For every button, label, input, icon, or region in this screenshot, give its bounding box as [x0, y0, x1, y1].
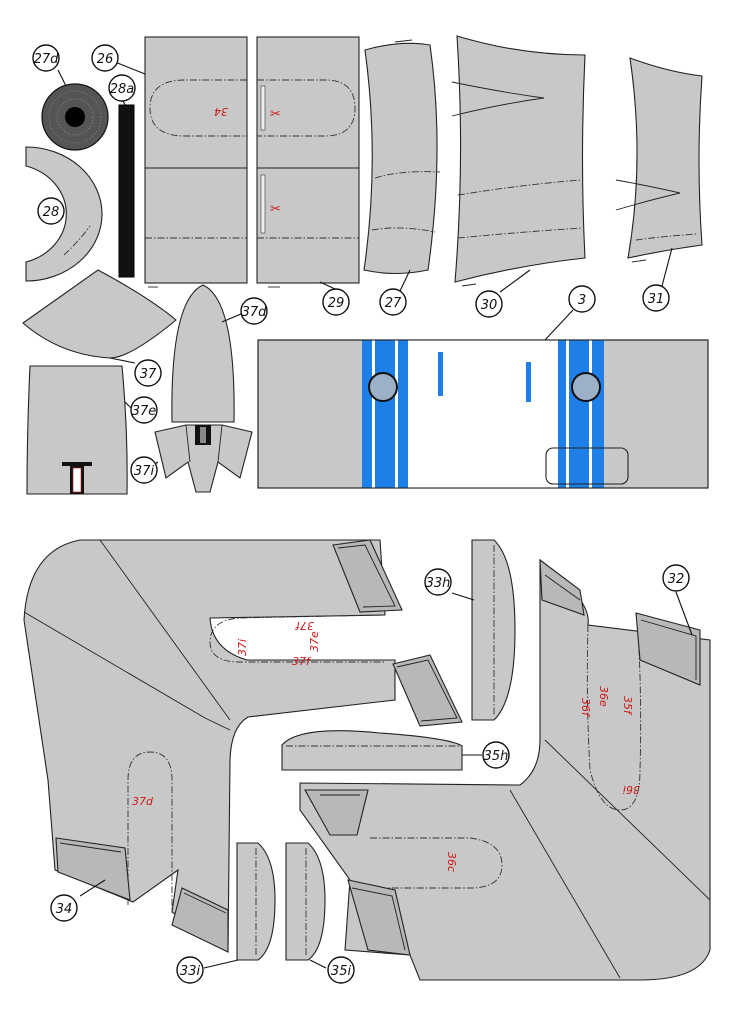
part-35h-strip	[281, 730, 463, 771]
part-28a-strip	[118, 104, 135, 278]
mark-36e: 36e	[597, 686, 610, 707]
mark-37f-top: 37f	[294, 619, 314, 632]
mark-36f: 36f	[579, 698, 592, 718]
label-3: 3	[568, 285, 596, 313]
label-33h: 33h	[424, 568, 452, 596]
label-37e: 37e	[130, 396, 158, 424]
mark-36c: 36c	[445, 852, 458, 872]
part-37-sector	[22, 269, 177, 359]
label-37: 37	[134, 359, 162, 387]
svg-text:37i: 37i	[134, 464, 155, 479]
label-26: 26	[91, 44, 119, 72]
label-37i: 37i	[130, 456, 158, 484]
part-37e-panel	[26, 365, 128, 495]
part-29-panel: ✂ ✂	[256, 36, 360, 288]
part-26-panel	[144, 36, 248, 288]
label-35h: 35h	[482, 741, 510, 769]
mark-37i: 37i	[236, 639, 249, 656]
part-30-panel	[451, 35, 586, 287]
svg-text:33i: 33i	[180, 964, 201, 979]
label-37d: 37d	[240, 297, 268, 325]
label-32: 32	[662, 564, 690, 592]
part-34-panel	[23, 539, 463, 953]
svg-text:✂: ✂	[270, 202, 281, 217]
svg-text:35i: 35i	[331, 964, 352, 979]
mark-34: 34	[214, 105, 228, 118]
svg-text:34: 34	[56, 902, 73, 917]
part-37d-cone	[154, 284, 253, 493]
svg-text:28: 28	[43, 205, 60, 220]
mark-36i: 36i	[623, 783, 640, 796]
svg-text:31: 31	[648, 292, 665, 307]
part-31-panel	[615, 57, 703, 263]
mark-37d: 37d	[132, 795, 154, 808]
svg-text:37: 37	[140, 367, 157, 382]
svg-text:33h: 33h	[426, 576, 451, 591]
svg-text:35h: 35h	[484, 749, 509, 764]
mark-35f: 35f	[621, 696, 634, 716]
part-3-fuselage-strip	[257, 339, 709, 489]
label-33i: 33i	[176, 956, 204, 984]
label-34: 34	[50, 894, 78, 922]
part-33i-strip	[236, 842, 276, 961]
svg-text:29: 29	[328, 296, 345, 311]
svg-text:37d: 37d	[242, 305, 268, 320]
part-27d-turbine-disc	[41, 83, 109, 151]
mark-37f: 37f	[292, 655, 312, 668]
label-27d: 27d	[32, 44, 60, 72]
label-29: 29	[322, 288, 350, 316]
svg-text:27d: 27d	[34, 52, 60, 67]
part-27-panel	[363, 39, 441, 275]
svg-text:30: 30	[481, 298, 498, 313]
svg-text:27: 27	[385, 296, 402, 311]
mark-37e: 37e	[308, 631, 321, 652]
label-28: 28	[37, 197, 65, 225]
part-28-ring	[25, 146, 103, 282]
svg-text:26: 26	[97, 52, 114, 67]
label-28a: 28a	[108, 74, 136, 102]
svg-text:37e: 37e	[132, 404, 157, 419]
part-33h-strip	[471, 539, 516, 721]
part-32-panel	[299, 558, 711, 981]
svg-text:3: 3	[578, 293, 586, 308]
svg-text:✂: ✂	[270, 107, 281, 122]
part-35i-strip	[285, 842, 326, 961]
label-27: 27	[379, 288, 407, 316]
label-31: 31	[642, 284, 670, 312]
label-30: 30	[475, 290, 503, 318]
svg-text:32: 32	[668, 572, 685, 587]
svg-text:28a: 28a	[110, 82, 135, 97]
label-35i: 35i	[327, 956, 355, 984]
